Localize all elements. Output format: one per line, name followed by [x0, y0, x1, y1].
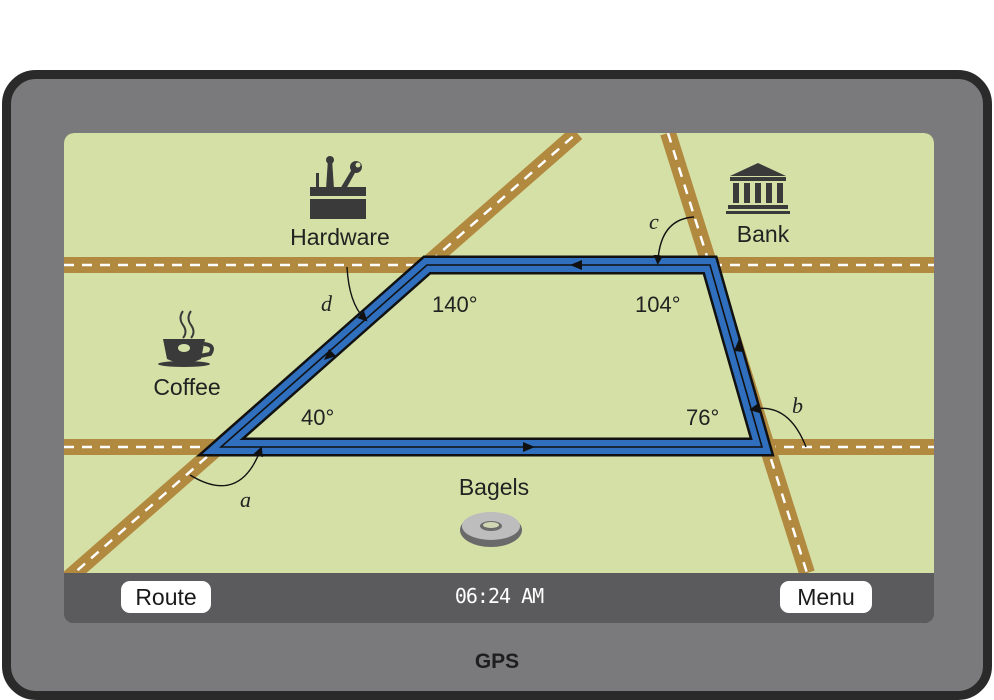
coffee-cup-icon[interactable] [158, 310, 214, 367]
angle-arc-d [346, 266, 368, 322]
route-button[interactable]: Route [121, 581, 211, 613]
angle-arc-c [653, 216, 695, 265]
angle-arc-b [749, 403, 807, 448]
route-arrow-right [734, 339, 743, 352]
angle-bottom-left: 40° [301, 405, 334, 430]
device-brand-label: GPS [474, 650, 520, 673]
route-arrow-bottom [523, 442, 535, 452]
angle-arc-a [189, 446, 263, 487]
bagel-icon[interactable] [460, 512, 522, 547]
map-view[interactable]: a b c d 140° 104° 40° 76° Hardware [64, 133, 934, 573]
status-bar: Route 06:24 AM Menu [64, 573, 934, 623]
bank-icon[interactable] [726, 163, 790, 214]
angle-label-b: b [792, 393, 803, 418]
angle-label-d: d [321, 291, 333, 316]
angle-top-left: 140° [432, 292, 478, 317]
angle-top-right: 104° [635, 292, 681, 317]
angle-label-a: a [240, 487, 251, 512]
place-bagels: Bagels [459, 474, 529, 500]
clock-display: 06:24 AM [454, 584, 544, 608]
route-arrow-top [570, 260, 582, 270]
gps-screen: a b c d 140° 104° 40° 76° Hardware [64, 133, 934, 623]
route-arrow-left [324, 349, 336, 360]
place-bank: Bank [737, 221, 790, 247]
angle-label-c: c [649, 209, 659, 234]
angle-bottom-right: 76° [686, 405, 719, 430]
toolbox-icon[interactable] [310, 156, 366, 219]
place-hardware: Hardware [290, 224, 390, 250]
menu-button[interactable]: Menu [780, 581, 872, 613]
place-coffee: Coffee [153, 374, 220, 400]
